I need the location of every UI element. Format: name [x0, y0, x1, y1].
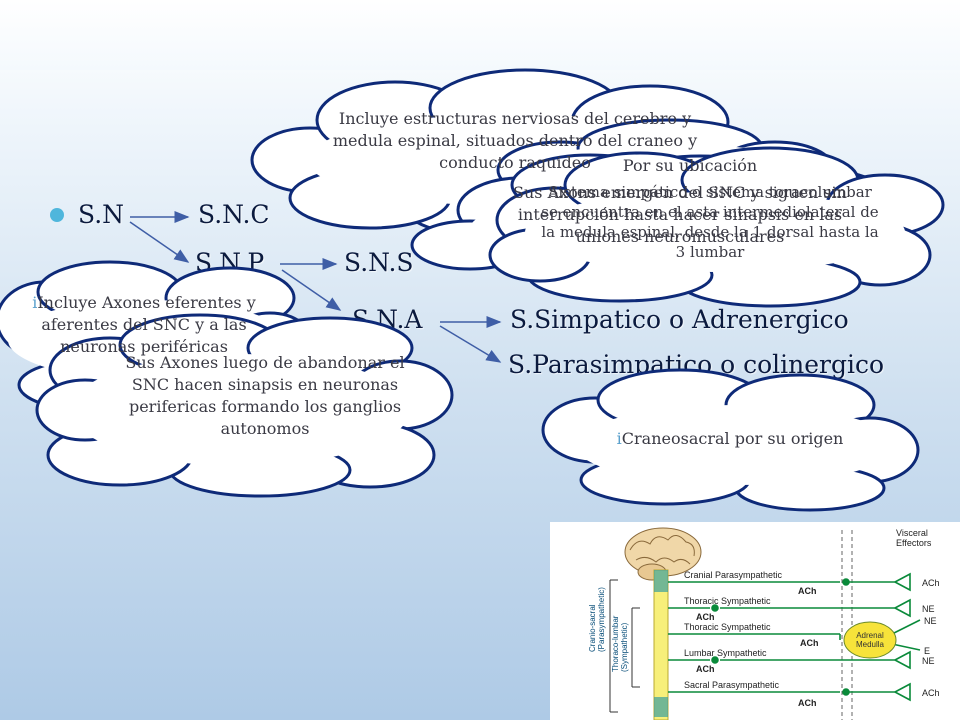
label-cranial-parasympathetic: Cranial Parasympathetic: [684, 570, 783, 580]
cloud-text-toracolumbar: Sistema simpático o sistema toracolumbar…: [541, 183, 879, 261]
label-lumbar-sympathetic: Lumbar Sympathetic: [684, 648, 767, 658]
label-thoracic-sympathetic-2: Thoracic Sympathetic: [684, 622, 771, 632]
cloud-text-snp-definition: iIncluye Axones eferentes y aferentes de…: [24, 292, 264, 358]
label-thoracic-sympathetic-1: Thoracic Sympathetic: [684, 596, 771, 606]
bullet-mark: i: [32, 293, 38, 312]
cloud-text-ubicacion: Por su ubicación: [622, 156, 758, 175]
bullet-dot: [50, 208, 64, 222]
autonomic-pathways-figure: Cranio-sacral(Parasympathetic) Thoraco-l…: [550, 522, 960, 720]
label-ach-5: ACh: [696, 664, 715, 674]
cloud-text-sna-definition: Sus Axones luego de abandonar el SNC hac…: [125, 353, 405, 438]
label-ach-6: ACh: [798, 698, 817, 708]
term-simpatico: S.Simpatico o Adrenergico: [510, 305, 849, 334]
cloud-toracolumbar: [488, 146, 945, 308]
arrow-snp-to-sna: [281, 269, 342, 311]
label-ach-2: ACh: [922, 578, 940, 588]
label-ne-1: NE: [922, 604, 935, 614]
autonomic-pathways-svg: Cranio-sacral(Parasympathetic) Thoraco-l…: [588, 527, 940, 720]
label-thoraco-lumbar: Thoraco-lumbar(Sympathetic): [611, 615, 629, 672]
cloud-sna-definition: [35, 313, 454, 498]
term-snc: S.N.C: [198, 200, 270, 229]
cloud-text-craneosacral: iCraneosacral por su origen: [610, 428, 850, 450]
label-cranio-sacral: Cranio-sacral(Parasympathetic): [588, 587, 606, 652]
arrow-sna-to-parasimpatico: [439, 325, 502, 363]
label-ne-2: NE: [924, 616, 937, 626]
cloud-text-axones-sns: Sus Axons emergen del SNC y siguen sin i…: [513, 183, 847, 246]
cloud-text-snc-definition: Incluye estructuras nerviosas del cerebr…: [332, 109, 698, 172]
cloud-text-snp-content: Incluye Axones eferentes y aferentes del…: [37, 293, 256, 356]
cloud-craneosacral: [541, 368, 920, 512]
slide-header-band: [0, 0, 960, 70]
cloud-text-craneosacral-content: Craneosacral por su origen: [621, 429, 844, 448]
adrenal-medulla: [843, 621, 897, 659]
label-ach-7: ACh: [922, 688, 940, 698]
arrow-sn-to-snp: [129, 221, 190, 263]
label-ne-3: NE: [922, 656, 935, 666]
term-sns: S.N.S: [344, 248, 414, 277]
label-ach-3: ACh: [696, 612, 715, 622]
bullet-mark: i: [616, 429, 622, 448]
label-ach-4: ACh: [800, 638, 819, 648]
label-ach-1: ACh: [798, 586, 817, 596]
label-e: E: [924, 646, 930, 656]
label-sacral-parasympathetic: Sacral Parasympathetic: [684, 680, 780, 690]
term-sn: S.N: [78, 200, 125, 229]
sacral-section: [654, 697, 668, 717]
brainstem-section: [654, 570, 668, 592]
